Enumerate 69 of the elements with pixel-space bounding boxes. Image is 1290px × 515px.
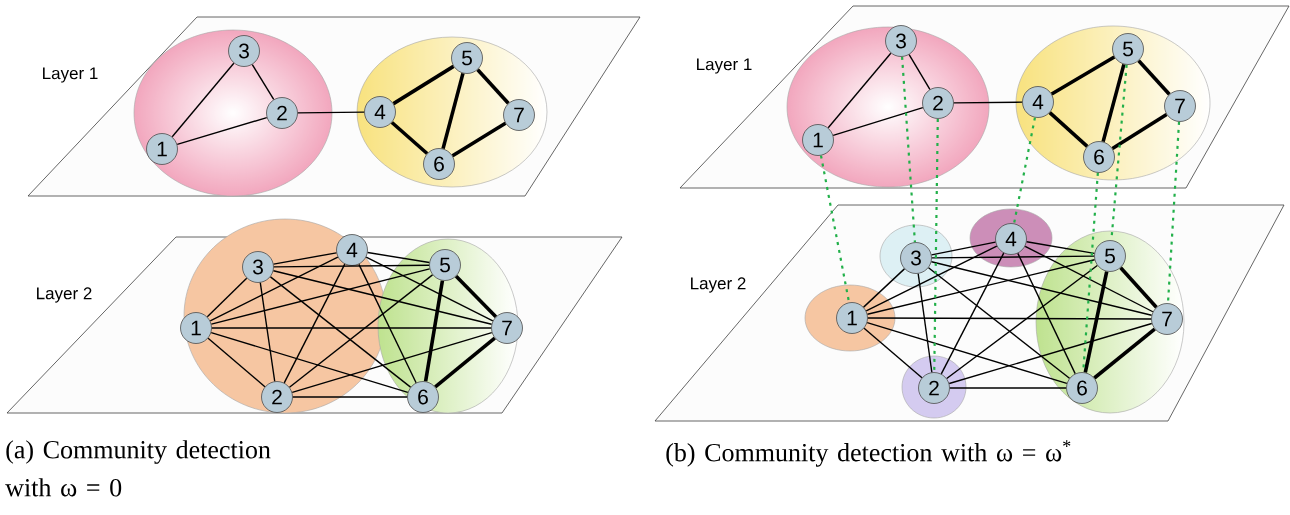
- graph-edge: [211, 327, 492, 329]
- graph-edge: [207, 337, 266, 388]
- graph-edge: [269, 276, 412, 388]
- graph-edge: [940, 252, 1005, 375]
- graph-edge: [1026, 241, 1096, 254]
- graph-edge: [210, 268, 431, 325]
- graph-edge: [251, 63, 275, 101]
- interlayer-link: [1013, 117, 1036, 224]
- graph-edge: [1048, 111, 1089, 148]
- graph-edge: [476, 68, 510, 105]
- graph-edge: [176, 116, 268, 146]
- graph-edge: [931, 255, 1095, 259]
- graph-edge: [283, 263, 346, 384]
- graph-edge: [863, 327, 923, 379]
- graph-edge: [866, 321, 1068, 385]
- graph-edge: [1101, 63, 1126, 143]
- graph-edge: [1024, 245, 1154, 313]
- graph-edge: [948, 322, 1153, 385]
- graph-edge: [454, 275, 498, 318]
- graph-edge: [392, 64, 455, 106]
- graph-edge: [259, 282, 276, 382]
- graph-edge: [1017, 252, 1076, 375]
- graph-edge: [946, 264, 1098, 380]
- graph-edge: [292, 396, 408, 398]
- graph-edge: [210, 331, 409, 394]
- interlayer-link: [933, 118, 939, 373]
- community-ellipse: [786, 26, 990, 188]
- graph-edge: [272, 270, 493, 325]
- graph-edge: [908, 53, 931, 91]
- graph-edge: [209, 256, 339, 322]
- graph-edge: [297, 111, 365, 114]
- graph-edge: [827, 52, 892, 129]
- graph-edge: [1093, 327, 1156, 380]
- caption: (a) Community detection with ω = 0: [5, 440, 271, 497]
- interlayer-link: [901, 56, 916, 243]
- graph-edge: [206, 277, 248, 318]
- caption: (b) Community detection with ω = ω$^{*}$: [666, 440, 1071, 467]
- graph-edge: [288, 274, 434, 388]
- graph-edge: [917, 273, 933, 373]
- graph-edge: [862, 268, 906, 308]
- graph-edge: [441, 72, 465, 150]
- graph-edge: [865, 245, 998, 312]
- graph-edge: [1119, 266, 1158, 309]
- interlayer-link: [819, 155, 851, 303]
- graph-edge: [171, 62, 235, 138]
- graph-edge: [832, 107, 924, 136]
- graph-edge: [367, 251, 430, 264]
- graph-edge: [1137, 59, 1171, 96]
- graph-edge: [927, 267, 1071, 379]
- graph-edge: [358, 263, 417, 384]
- graph-edge: [291, 331, 493, 394]
- graph-edge: [930, 261, 1153, 316]
- graph-edge: [930, 241, 997, 256]
- graph-edge: [365, 256, 494, 322]
- graph-edge: [434, 336, 496, 389]
- graph-edge: [390, 121, 429, 155]
- graph-edge: [1083, 271, 1109, 373]
- interlayer-link: [1166, 121, 1181, 304]
- graph-edge: [949, 387, 1067, 389]
- graph-edge: [867, 317, 1152, 320]
- graph-edge: [273, 264, 430, 268]
- graph-edge: [423, 280, 445, 382]
- graph-edge: [1111, 112, 1168, 151]
- graph-edge: [451, 121, 507, 158]
- graph-edge: [1050, 55, 1116, 96]
- community-ellipse: [133, 29, 333, 197]
- graph-edge: [272, 252, 338, 265]
- graph-edge: [953, 101, 1023, 104]
- graph-edge: [866, 259, 1096, 315]
